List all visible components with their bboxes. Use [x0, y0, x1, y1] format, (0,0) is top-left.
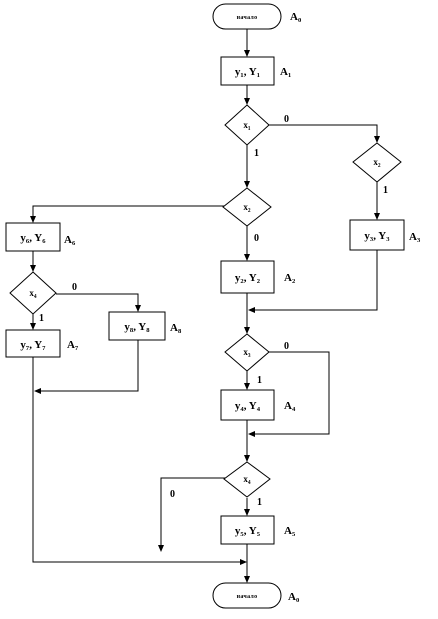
edge-label-x1-true: 1: [254, 148, 259, 159]
arrowhead: [244, 98, 250, 105]
arrowhead: [240, 559, 247, 565]
state-label-a0-bottom: A₀: [288, 591, 300, 603]
operation-7-label: y₇, Y₇: [20, 339, 46, 351]
edge-x2-true-to-op6: [32, 205, 225, 216]
condition-diamond-x4-left: x₄: [9, 271, 57, 315]
condition-diamond-x2-right: x₂: [352, 142, 402, 183]
edge-x4-left-false-to-op8: [56, 293, 139, 305]
arrowhead: [244, 509, 250, 516]
edge-label-x3-true: 1: [257, 375, 262, 386]
state-label-a1: A₁: [280, 66, 291, 78]
arrowhead: [244, 383, 250, 390]
condition-diamond-x2-center: x₂: [222, 187, 272, 227]
connectors: [30, 29, 380, 583]
state-label-a4: A₄: [284, 400, 296, 412]
arrowhead: [244, 181, 250, 188]
operation-6-label: y₆, Y₆: [20, 232, 46, 244]
operation-box-8: y₈, Y₈: [108, 311, 166, 341]
condition-x4-center-label: x₄: [243, 474, 251, 484]
arrowhead: [30, 323, 36, 330]
edge-label-x3-false: 0: [284, 341, 289, 352]
arrowhead: [34, 388, 41, 394]
arrowhead: [244, 327, 250, 334]
operation-5-label: y₅, Y₅: [235, 525, 261, 537]
operation-8-label: y₈, Y₈: [124, 321, 150, 333]
condition-diamond-x1: x₁: [224, 104, 270, 146]
operation-box-7: y₇, Y₇: [5, 329, 61, 358]
edge-x1-false-to-x2-right: [269, 124, 378, 136]
edge-label-x2-center-false: 0: [254, 233, 259, 244]
state-label-a0-top: A₀: [290, 11, 302, 23]
operation-box-2: y₂, Y₂: [220, 260, 275, 294]
operation-3-label: y₃, Y₃: [364, 230, 390, 242]
arrowhead: [248, 431, 255, 437]
operation-box-5: y₅, Y₅: [220, 515, 275, 545]
operation-box-3: y₃, Y₃: [349, 219, 405, 251]
state-label-a8: A₈: [170, 322, 182, 334]
operation-box-6: y₆, Y₆: [5, 222, 61, 252]
arrowhead: [374, 213, 380, 220]
arrowhead: [244, 576, 250, 583]
state-label-a5: A₅: [284, 525, 296, 537]
edge-label-x4-left-false: 0: [72, 282, 77, 293]
terminal-start: начало: [212, 3, 282, 30]
arrowhead: [30, 216, 36, 223]
terminal-start-label: начало: [237, 15, 258, 21]
condition-diamond-x3: x₃: [224, 333, 270, 372]
condition-x2-center-label: x₂: [243, 202, 251, 212]
arrowhead: [135, 305, 141, 312]
edge-op8-to-merge: [41, 340, 139, 392]
edge-op3-to-merge: [255, 250, 378, 311]
condition-x3-label: x₃: [243, 347, 251, 357]
terminal-end-label: начало: [237, 594, 258, 600]
arrowhead: [244, 455, 250, 462]
state-label-a2: A₂: [284, 272, 296, 284]
arrowhead: [244, 254, 250, 261]
condition-x4-left-label: x₄: [29, 288, 37, 298]
edge-op7-to-end: [32, 357, 240, 563]
edge-x4-false: [160, 477, 225, 545]
state-label-a3: A₃: [409, 231, 421, 243]
edge-label-x4-center-true: 1: [257, 497, 262, 508]
edge-label-x4-center-false: 0: [170, 489, 175, 500]
operation-box-4: y₄, Y₄: [220, 389, 275, 421]
arrowhead: [248, 307, 255, 313]
operation-box-1: y₁, Y₁: [220, 56, 275, 86]
state-label-a6: A₆: [64, 234, 76, 246]
state-label-a7: A₇: [67, 339, 79, 351]
arrowhead: [244, 50, 250, 57]
condition-x1-label: x₁: [243, 120, 251, 130]
arrowhead: [30, 265, 36, 272]
terminal-end: начало: [212, 582, 282, 609]
arrowhead: [374, 136, 380, 143]
edge-x3-false-loop: [255, 351, 330, 435]
condition-diamond-x4-center: x₄: [223, 461, 271, 498]
arrowhead: [158, 545, 164, 552]
operation-4-label: y₄, Y₄: [235, 400, 261, 412]
edge-label-x4-left-true: 1: [39, 313, 44, 324]
edge-label-x1-false: 0: [284, 114, 289, 125]
edge-label-x2-right-true: 1: [383, 185, 388, 196]
operation-2-label: y₂, Y₂: [235, 272, 261, 284]
operation-1-label: y₁, Y₁: [235, 66, 260, 78]
condition-x2-right-label: x₂: [373, 157, 381, 167]
